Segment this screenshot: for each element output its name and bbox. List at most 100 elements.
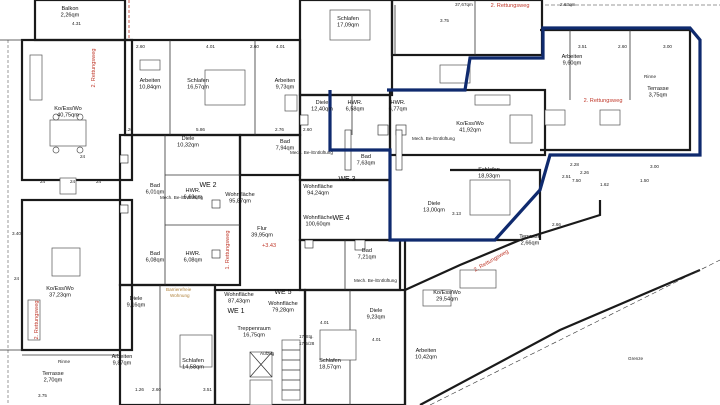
room-area: 2,66qm (521, 241, 540, 247)
unit-area-caption: Wohnfläche (224, 292, 253, 298)
dimension-text: 24 (80, 154, 86, 159)
room-name: Schlafen (478, 167, 500, 173)
room-area: 6,08qm (184, 258, 203, 264)
highlighted-unit-outline (328, 26, 702, 242)
room-name: Ko/Ess/Wo (433, 290, 461, 296)
unit-label: WE 3 (338, 176, 355, 183)
dimension-text: 5.86 (196, 127, 205, 132)
dimension-text: 1.26 (135, 387, 144, 392)
room-area: 41,92qm (459, 128, 481, 134)
room-area: 10,84qm (139, 85, 161, 91)
unit-area-value: 100,60qm (306, 222, 331, 228)
room-area: 13,00qm (423, 208, 445, 214)
room-area: 2,70qm (44, 378, 63, 384)
room-area: 40,75qm (57, 113, 79, 119)
room-name: Diele (130, 296, 143, 302)
dimension-text: 24 (96, 179, 102, 184)
structural-walls (0, 0, 701, 405)
room-area: 29,54qm (436, 297, 458, 303)
dimension-text: 1.26 (124, 127, 133, 132)
dimension-text: 4.01 (320, 320, 329, 325)
dimension-text: 3.75 (440, 18, 449, 23)
room-area: 17,09qm (337, 23, 359, 29)
room-name: Diele (370, 308, 383, 314)
room-name: Schlafen (182, 358, 204, 364)
annotation-text: 17 Stg. (299, 334, 314, 339)
annotation-text: Mech. Be-/Entlüftung (290, 150, 333, 155)
room-area: 9,16qm (127, 303, 146, 309)
room-area: 6,58qm (346, 107, 365, 113)
dimension-text: 2.63qm (560, 2, 575, 7)
annotation-text: Aufzug (260, 351, 275, 356)
room-name: Balkon (61, 6, 78, 12)
dimension-text: 2.76 (275, 127, 284, 132)
dimension-text: 37,67qm (455, 2, 473, 7)
annotation-text: Wohnung (170, 293, 190, 298)
room-area: 18,57qm (319, 365, 341, 371)
unit-area-labels: Wohnfläche95,87qmWohnfläche94,24qmWohnfl… (224, 184, 332, 314)
dimension-text: 3.13 (452, 211, 461, 216)
unit-area-value: 95,87qm (229, 199, 251, 205)
room-area: 3,75qm (649, 93, 668, 99)
unit-area-caption: Wohnfläche (303, 215, 332, 221)
dimension-text: 3.40 (12, 231, 21, 236)
unit-area-value: 79,28qm (272, 308, 294, 314)
unit-area-caption: Wohnfläche (268, 301, 297, 307)
room-name: Diele (182, 136, 195, 142)
room-area: 16,57qm (187, 85, 209, 91)
room-name: HWR. (391, 100, 406, 106)
room-area: 2,26qm (61, 13, 80, 19)
room-name: Terrasse (42, 371, 63, 377)
annotation-text: +3.43 (262, 243, 276, 249)
unit-label: WE 2 (199, 182, 216, 189)
room-area: 10,32qm (177, 143, 199, 149)
room-name: Schlafen (187, 78, 209, 84)
annotation-text: Barrierefreie (166, 287, 192, 292)
unit-area-value: 94,24qm (307, 191, 329, 197)
dimension-text: 4.31 (72, 21, 81, 26)
dimension-text: 3.51 (203, 387, 212, 392)
dimension-text: 24 (70, 179, 76, 184)
room-name: Bad (150, 251, 160, 257)
dimension-text: 24 (14, 276, 20, 281)
room-area: 9,73qm (276, 85, 295, 91)
room-name: Schlafen (319, 358, 341, 364)
annotation-text: Mech. Be-/Entlüftung (412, 136, 455, 141)
unit-area-caption: Wohnfläche (225, 192, 254, 198)
dimension-text: 3.00 (663, 44, 672, 49)
unit-label: WE 5 (274, 289, 291, 296)
room-name: Arbeiten (112, 354, 133, 360)
room-name: Ko/Ess/Wo (46, 286, 74, 292)
unit-label: WE 1 (227, 308, 244, 315)
dimension-text: 4.01 (206, 44, 215, 49)
annotation-text: Mech. Be-/Entlüftung (160, 195, 203, 200)
annotation-text: 17,5/28 (299, 341, 315, 346)
room-area: 18,93qm (478, 174, 500, 180)
room-name: Terrasse (647, 86, 668, 92)
furniture (27, 9, 621, 405)
room-name: Diele (316, 100, 329, 106)
room-name: Bad (361, 154, 371, 160)
room-name: Ko/Ess/Wo (456, 121, 484, 127)
dimension-text: 7.50 (572, 178, 581, 183)
room-area: 14,58qm (182, 365, 204, 371)
room-name: Bad (362, 248, 372, 254)
room-area: 7,21qm (358, 255, 377, 261)
room-name: HWR. (348, 100, 363, 106)
dimension-text: 1.50 (640, 178, 649, 183)
dimension-text: 2.26 (580, 170, 589, 175)
room-name: Treppenraum (237, 326, 271, 332)
escape-route-label: 2. Rettungsweg (34, 301, 40, 340)
room-area: 6,77qm (389, 107, 408, 113)
annotation-text: Mech. Be-/Entlüftung (354, 278, 397, 283)
room-name: Arbeiten (562, 54, 583, 60)
room-name: Bad (150, 183, 160, 189)
room-area: 9,87qm (113, 361, 132, 367)
room-area: 39,95qm (251, 233, 273, 239)
escape-route-label: 1. Rettungsweg (225, 231, 231, 270)
room-name: Ko/Ess/Wo (54, 106, 82, 112)
dimension-text: 3.00 (650, 164, 659, 169)
